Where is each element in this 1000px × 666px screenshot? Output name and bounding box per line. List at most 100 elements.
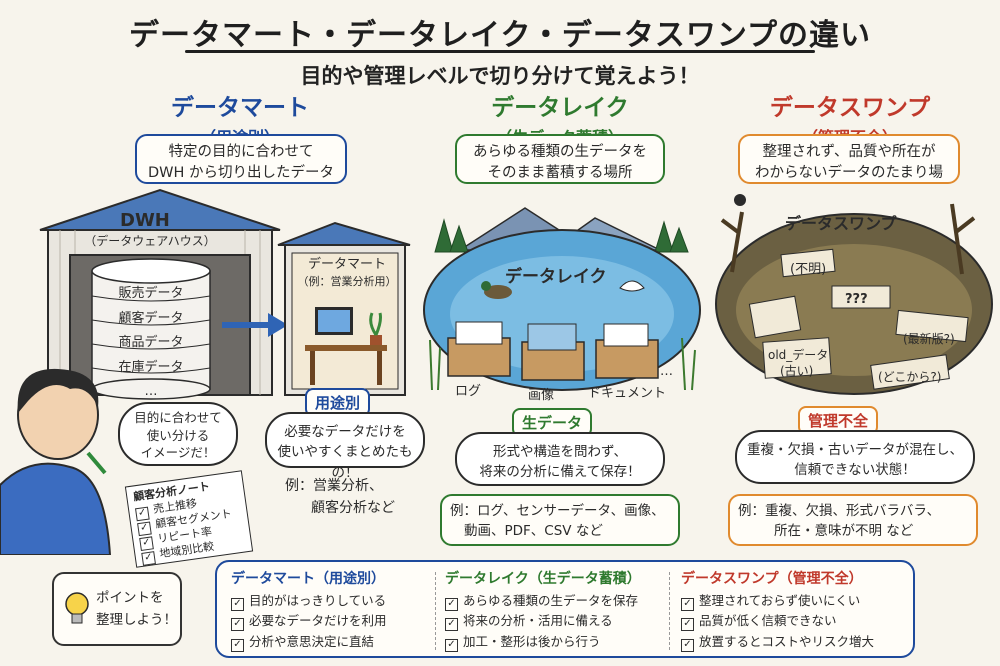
dwh-item: 在庫データ: [118, 359, 184, 375]
dwh-item: 販売データ: [118, 286, 184, 301]
swamp-example-line1: 例：重複、欠損、形式バラバラ、: [738, 503, 941, 519]
summary-item-text: 整理されておらず使いにくい: [699, 593, 861, 608]
summary-item-text: 品質が低く信頼できない: [699, 613, 837, 629]
lightbulb-icon: [65, 592, 89, 624]
summary-item-text: 分析や意思決定に直結: [249, 633, 375, 649]
dwh-item-list: 販売データ 顧客データ 商品データ 在庫データ …: [92, 282, 210, 405]
thought-bubble: 目的に合わせて 使い分ける イメージだ！: [118, 402, 238, 466]
summary-item: ✓ あらゆる種類の生データを保存: [445, 591, 670, 611]
swamp-description-line1: 整理されず、品質や所在が: [762, 144, 936, 160]
swamp-note: ???: [845, 292, 868, 307]
mart-heading: データマート: [171, 95, 309, 121]
check-icon: ✓: [445, 598, 458, 611]
mart-description-line1: 特定の目的に合わせて: [168, 144, 314, 160]
summary-item: ✓ 分析や意思決定に直結: [231, 632, 456, 652]
mart-description-line2: DWH から切り出したデータ: [147, 165, 334, 182]
hair: [17, 368, 99, 413]
point-line1: ポイントを: [96, 590, 164, 606]
thought-line1: 目的に合わせて: [134, 410, 222, 425]
bird: [619, 280, 645, 292]
swamp-example: 例：重複、欠損、形式バラバラ、 所在・意味が不明 など: [728, 494, 978, 546]
lake-box-label: ログ: [455, 384, 482, 399]
mart-box-sub: （例：営業分析用）: [297, 275, 397, 289]
summary-item-text: 必要なデータだけを利用: [249, 613, 387, 629]
page-title: データマート・データレイク・データスワンプの違い: [129, 18, 871, 53]
swamp-note: old_データ: [768, 348, 829, 362]
summary-lake-heading: データレイク（生データ蓄積）: [445, 571, 641, 587]
pen: [86, 451, 107, 475]
swamp-note: (不明): [790, 262, 827, 277]
mart-shed-roof: [277, 221, 411, 246]
swamp-bubble-line2: 信頼できない状態！: [794, 462, 916, 479]
summary-item: ✓ 放置するとコストやリスク増大: [681, 632, 906, 652]
plant-pot: [370, 335, 382, 345]
summary-item: ✓ 将来の分析・活用に備える: [445, 611, 670, 632]
point-box: ポイントを 整理しよう！: [52, 572, 182, 646]
duck: [484, 285, 512, 299]
summary-swamp: データスワンプ（管理不全） ✓ 整理されておらず使いにくい ✓ 品質が低く信頼できな…: [681, 568, 906, 652]
mart-bubble: 必要なデータだけを 使いやすくまとめたもの！: [265, 412, 425, 481]
dwh-item: 顧客データ: [118, 310, 184, 326]
lake-bubble: 形式や構造を問わず、 将来の分析に備えて保存！: [455, 432, 665, 486]
mart-example: 例：営業分析、 顧客分析など: [285, 476, 395, 519]
lake-box-label: ドキュメント: [588, 386, 667, 401]
check-icon: ✓: [681, 618, 694, 632]
floating-notes: [748, 248, 969, 390]
dark-cloud: [734, 194, 746, 206]
summary-divider: [669, 572, 670, 650]
data-boxes: [447, 321, 659, 381]
summary-item-text: 将来の分析・活用に備える: [463, 613, 613, 629]
summary-item-text: あらゆる種類の生データを保存: [463, 593, 639, 608]
swamp-heading: データスワンプ: [769, 95, 931, 121]
lake-box-label: 画像: [528, 388, 555, 403]
swamp-description-line2: わからないデータのたまり場: [754, 165, 944, 182]
swamp-note: (古い): [780, 364, 814, 378]
mart-bubble-line2: 使いやすくまとめたもの！: [277, 444, 413, 481]
summary-swamp-heading: データスワンプ（管理不全）: [681, 571, 863, 587]
page-subtitle: 目的や管理レベルで切り分けて覚えよう！: [300, 64, 700, 88]
mart-box-title: データマート: [307, 257, 386, 272]
lake-description-line1: あらゆる種類の生データを: [473, 144, 647, 160]
mart-illustration: [39, 188, 411, 400]
mart-box-label: データマート （例：営業分析用）: [292, 256, 402, 290]
summary-item: ✓ 品質が低く信頼できない: [681, 611, 906, 632]
lake-example-line2: 動画、PDF、CSV など: [464, 522, 603, 539]
swamp-illustration: [715, 194, 993, 395]
point-text: ポイントを 整理しよう！: [96, 588, 177, 631]
dwh-label: DWH: [120, 210, 170, 231]
title-underline: [185, 50, 815, 53]
dwh-item: …: [144, 384, 158, 399]
swamp-bubble-line1: 重複・欠損・古いデータが混在し、: [747, 442, 963, 458]
lake-example: 例：ログ、センサーデータ、画像、 動画、PDF、CSV など: [440, 494, 680, 546]
check-icon: ✓: [445, 638, 458, 652]
dwh-sub: （データウェアハウス）: [84, 234, 216, 248]
dwh-item: 商品データ: [118, 335, 184, 350]
person-illustration: [0, 368, 112, 555]
lake-label: データレイク: [505, 267, 607, 287]
lake-illustration: [423, 207, 701, 391]
check-icon: ✓: [231, 598, 244, 611]
mart-bubble-line1: 必要なデータだけを: [284, 424, 406, 440]
summary-item: ✓目的がはっきりしている: [231, 591, 456, 611]
swamp-example-line2: 所在・意味が不明 など: [774, 522, 914, 539]
swamp-note: (最新版?): [903, 332, 955, 346]
lake-bubble-line1: 形式や構造を問わず、: [492, 444, 628, 460]
reeds: [429, 337, 696, 391]
check-icon: ✓: [681, 638, 694, 652]
swamp-description: 整理されず、品質や所在が わからないデータのたまり場: [738, 134, 960, 184]
summary-panel: データマート（用途別） ✓目的がはっきりしている ✓ 必要なデータだけを利用 ✓ 分…: [215, 560, 915, 658]
check-icon: ✓: [231, 638, 244, 652]
lake-heading: データレイク: [491, 95, 629, 121]
check-icon: ✓: [445, 618, 458, 632]
mart-description: 特定の目的に合わせて DWH から切り出したデータ: [135, 134, 347, 184]
thought-line3: イメージだ！: [140, 445, 216, 460]
summary-item: ✓ 必要なデータだけを利用: [231, 611, 456, 632]
summary-mart-heading: データマート（用途別）: [231, 571, 385, 587]
swamp-bubble: 重複・欠損・古いデータが混在し、 信頼できない状態！: [735, 430, 975, 484]
trees: [434, 218, 689, 253]
summary-item-text: 放置するとコストやリスク増大: [699, 633, 875, 649]
summary-mart: データマート（用途別） ✓目的がはっきりしている ✓ 必要なデータだけを利用 ✓ 分…: [231, 568, 456, 652]
lake-box-label: …: [660, 364, 673, 379]
hoodie: [0, 462, 112, 555]
lake-description: あらゆる種類の生データを そのまま蓄積する場所: [455, 134, 665, 184]
